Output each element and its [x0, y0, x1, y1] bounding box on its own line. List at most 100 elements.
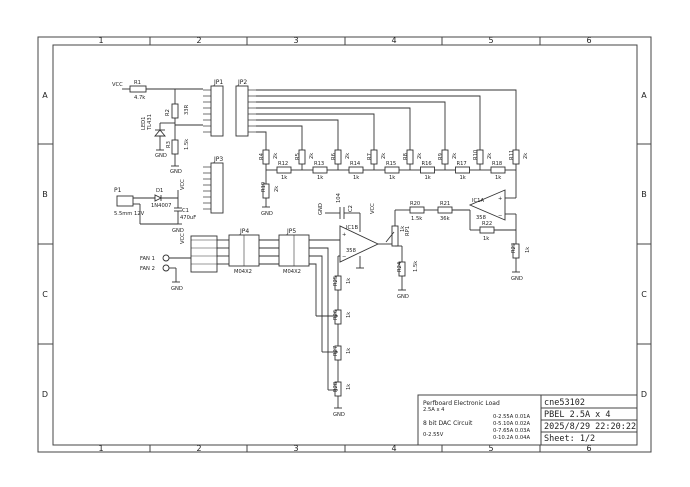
ic1b-ref: IC1B [346, 225, 358, 231]
diode-d1 [154, 194, 163, 202]
p1-ref: P1 [114, 187, 122, 194]
fan1-ref: FAN 1 [140, 256, 155, 262]
range-line: 0-7.65A 0.03A [493, 428, 530, 434]
range-line: 0-5.10A 0.02A [493, 421, 530, 427]
resistor-r14 [348, 166, 364, 174]
r5-ref: R5 [295, 153, 301, 160]
r6-value: 2k [345, 153, 351, 159]
resistor-r2 [171, 103, 179, 119]
title-block-desc-1: Perfboard Electronic Load [423, 400, 500, 407]
r1-ref: R1 [134, 80, 141, 86]
gnd-label: GND [318, 203, 324, 215]
c2-ref: C2 [348, 205, 354, 212]
rp1-ref: RP1 [405, 226, 411, 236]
resistor-string: R26 1k R27 1k R28 1k GND R25 1k [316, 275, 352, 418]
resistor-r1 [129, 85, 147, 93]
r18-value: 1k [495, 175, 501, 181]
gnd-label: GND [171, 286, 183, 292]
resistor-r16 [420, 166, 435, 174]
header-jp1: JP1 [203, 79, 224, 137]
r20-value: 1.5k [411, 216, 422, 222]
r3-ref: R3 [166, 141, 172, 148]
r19-ref: R19 [261, 182, 267, 192]
fan1-connector [162, 254, 170, 262]
r25-value: 1k [346, 278, 352, 284]
column-label: 6 [586, 36, 591, 45]
r28-ref: R28 [333, 382, 339, 392]
row-label: C [42, 290, 48, 299]
r3-value: 1.5k [184, 139, 190, 150]
r25-ref: R25 [333, 276, 339, 286]
p1-value: 5.5mm 12V [114, 211, 145, 217]
r6-ref: R6 [331, 153, 337, 160]
r22-value: 1k [483, 236, 489, 242]
jp5-value: M04X2 [283, 269, 301, 275]
r4-value: 2k [273, 153, 279, 159]
fan2-connector [162, 264, 170, 272]
opamp-ic1b: + − IC1B 358 [337, 222, 392, 285]
opamp-ic1a: + − IC1A 358 R22 1k R23 1k GND [468, 170, 531, 282]
c2-value: 104 [336, 192, 342, 203]
column-label: 5 [488, 36, 493, 45]
r24-value: 1.5k [413, 261, 419, 272]
dac-bus-wires [256, 89, 517, 150]
cap-c2: GND 104 C2 VCC [318, 192, 376, 222]
author: cne53102 [544, 398, 585, 408]
jp3-ref: JP3 [213, 156, 223, 163]
r22-ref: R22 [482, 221, 492, 227]
svg-text:−: − [498, 213, 502, 219]
jp4-jp5-wires [259, 239, 340, 390]
resistor-r3 [171, 139, 179, 155]
r2-ref: R2 [165, 109, 171, 116]
r27-ref: R27 [333, 346, 339, 356]
header-jp2: JP2 [235, 79, 256, 137]
column-label: 6 [586, 444, 591, 453]
jp4-ref: JP4 [239, 228, 249, 235]
jp2-ref: JP2 [237, 79, 247, 86]
r18-ref: R18 [492, 161, 502, 167]
gnd-label: GND [397, 294, 409, 300]
design-date: 2025/8/29 22:20:22 [544, 422, 636, 432]
row-label: C [641, 290, 647, 299]
title-block-desc-3: 8 bit DAC Circuit [423, 420, 473, 427]
resistor-r25 [334, 275, 342, 291]
led1-value: TL431 [147, 114, 153, 131]
r24-ref: R24 [397, 261, 403, 272]
gnd-label: GND [261, 211, 273, 217]
resistor-r12 [276, 166, 292, 174]
resistor-r17 [455, 166, 470, 174]
r12-ref: R12 [278, 161, 288, 167]
r1-value: 4.7k [134, 95, 145, 101]
r8-ref: R8 [403, 153, 409, 160]
r21-ref: R21 [440, 201, 450, 207]
ic1b-value: 358 [346, 248, 356, 254]
resistor-r21 [437, 206, 453, 214]
feedback-section: RP1 1k R20 1.5k R21 36k R24 1.5k GND [385, 201, 470, 300]
resistor-r22 [479, 226, 495, 234]
column-label: 4 [391, 36, 396, 45]
column-label: 5 [488, 444, 493, 453]
column-label: 1 [98, 444, 103, 453]
svg-text:−: − [342, 254, 346, 260]
r23-ref: R23 [511, 243, 517, 253]
r7-value: 2k [381, 153, 387, 159]
design-title: PBEL 2.5A x 4 [544, 410, 611, 420]
header-jp5: JP5 M04X2 [278, 228, 310, 275]
gnd-label: GND [511, 276, 523, 282]
title-block-desc-2: 2.5A x 4 [423, 407, 445, 413]
column-label: 2 [196, 36, 201, 45]
rp1-value: 1k [400, 226, 406, 232]
ic1a-value: 358 [476, 215, 486, 221]
title-block: Perfboard Electronic Load 2.5A x 4 8 bit… [417, 394, 638, 446]
r19-value: 2k [274, 186, 280, 192]
title-block-desc-4: 0-2.55V [423, 432, 444, 438]
gnd-label: GND [333, 412, 345, 418]
r16-ref: R16 [422, 161, 432, 167]
r8-value: 2k [417, 153, 423, 159]
r13-ref: R13 [314, 161, 324, 167]
r15-ref: R15 [386, 161, 396, 167]
range-line: 0-2.55A 0.01A [493, 414, 530, 420]
fan-section: VCC FAN 1 FAN 2 GND [140, 233, 229, 292]
resistor-r20 [409, 206, 425, 214]
